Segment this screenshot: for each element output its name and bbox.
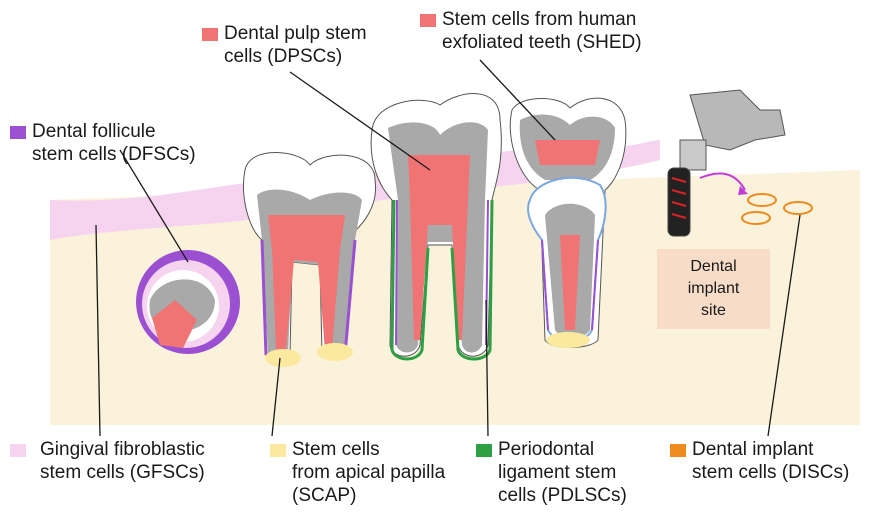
gfsc-swatch — [10, 444, 26, 457]
gfsc-label: Gingival fibroblastic stem cells (GFSCs) — [40, 438, 205, 484]
shed-swatch — [420, 14, 436, 27]
pdlsc-swatch — [476, 444, 492, 457]
disc-label: Dental implant stem cells (DISCs) — [692, 438, 849, 484]
implant-site-box: Dental implant site — [657, 249, 770, 329]
pdlsc-label: Periodontal ligament stem cells (PDLSCs) — [498, 438, 627, 507]
dfsc-label: Dental follicule stem cells (DFSCs) — [32, 120, 196, 166]
shed-label: Stem cells from human exfoliated teeth (… — [442, 8, 642, 54]
dpsc-swatch — [202, 28, 218, 41]
dpsc-label: Dental pulp stem cells (DPSCs) — [224, 22, 367, 68]
disc-swatch — [670, 444, 686, 457]
tooth-bud — [136, 250, 240, 354]
scap-swatch — [270, 444, 286, 457]
dfsc-swatch — [10, 126, 26, 139]
scap-label: Stem cells from apical papilla (SCAP) — [292, 438, 445, 507]
